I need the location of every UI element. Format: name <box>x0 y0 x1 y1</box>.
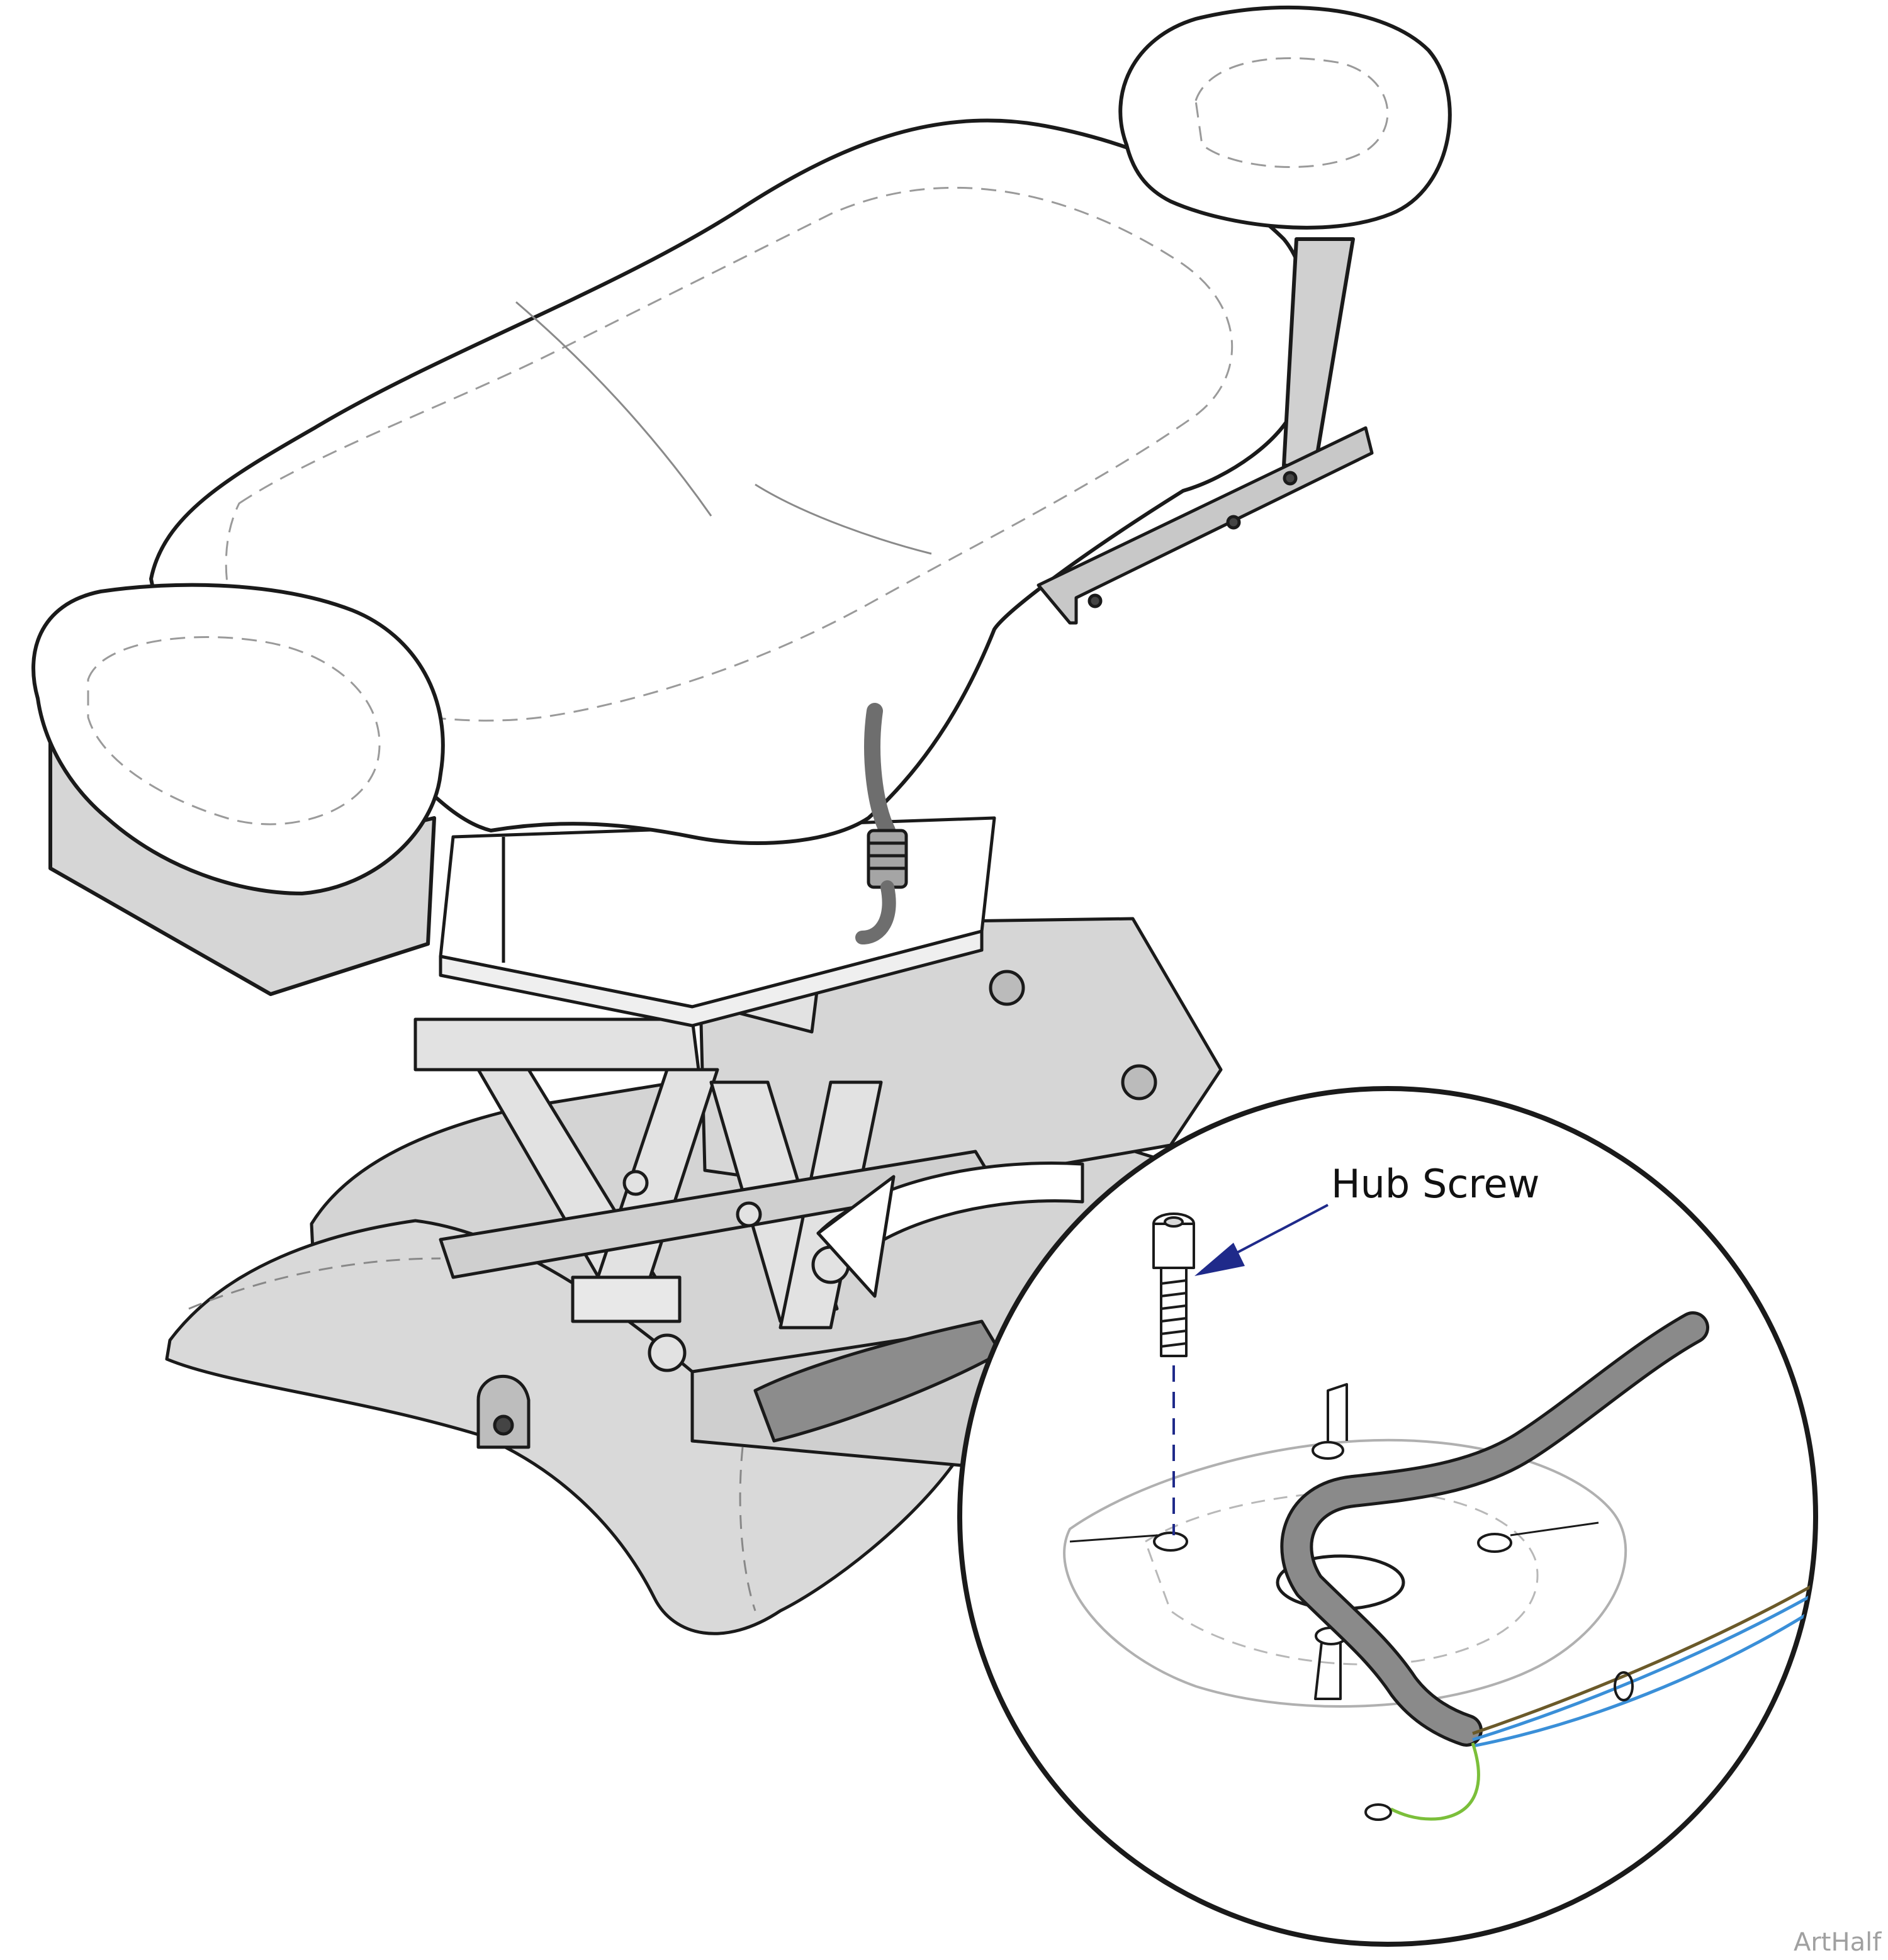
power-hose <box>855 703 908 944</box>
detail-view <box>957 1086 1818 1947</box>
seat-carriage <box>439 816 996 1028</box>
hub-screw-label: Hub Screw <box>1331 1161 1540 1207</box>
foot-rail <box>1037 426 1374 625</box>
leg-rest <box>31 583 445 996</box>
hub-screw <box>1152 1212 1195 1357</box>
art-credit: ArtHalf <box>1794 1928 1882 1957</box>
headrest <box>1118 5 1452 468</box>
lift-mechanism <box>413 910 1223 1372</box>
rotation-arrow <box>816 1162 1084 1298</box>
